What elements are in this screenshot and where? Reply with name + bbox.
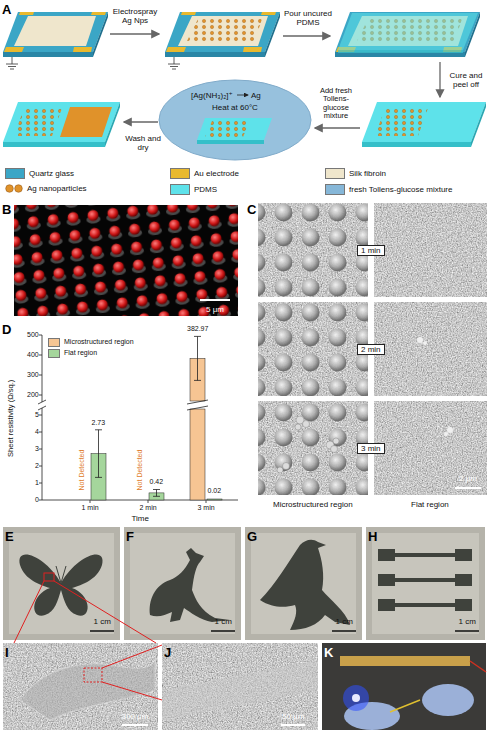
- legend-swatch: [325, 168, 345, 179]
- figure-label: 2 min: [357, 344, 385, 355]
- legend-item: Flat region: [48, 349, 97, 358]
- figure-label: 0.02: [208, 487, 222, 495]
- panel-e-h-photos: [3, 527, 485, 640]
- panel-a-illustration: [3, 12, 486, 160]
- legend-swatch: [48, 338, 60, 347]
- figure-label: Heat at 60°C: [212, 103, 258, 112]
- figure-label: 4: [35, 428, 39, 436]
- figure-label: Ag: [251, 91, 261, 100]
- figure-label: 300: [27, 371, 39, 379]
- panel-letter: C: [247, 203, 256, 217]
- figure-label: Not Detected: [78, 450, 86, 491]
- figure-label: 500: [27, 331, 39, 339]
- figure-label: 50 μm: [282, 712, 304, 721]
- figure-label: Cure and peel off: [446, 71, 486, 89]
- figure-label: Pour uncured PDMS: [279, 9, 337, 27]
- legend-text: Au electrode: [194, 169, 239, 178]
- figure-label: 0: [35, 496, 39, 504]
- legend-text: fresh Tollens-glucose mixture: [349, 185, 452, 194]
- figure-label: 1 min: [82, 504, 99, 512]
- zoom-lines: [14, 573, 162, 700]
- figure-label: 1 min: [357, 245, 385, 256]
- figure-label: 3: [35, 445, 39, 453]
- figure-label: Add fresh Tollens-glucose mixture: [313, 87, 359, 122]
- figure-label: Sheet resistivity (Ω/sq.): [7, 379, 16, 456]
- figure-label: 400: [27, 351, 39, 359]
- figure-label: 5: [35, 411, 39, 419]
- figure-label: Electrospray Ag Nps: [107, 7, 163, 25]
- panel-b-image: [14, 205, 238, 316]
- panel: A: [0, 0, 489, 198]
- figure-label: 1 cm: [336, 617, 353, 626]
- legend-item: Au electrode: [170, 168, 239, 179]
- panel-letter: G: [247, 530, 257, 544]
- legend-item: fresh Tollens-glucose mixture: [325, 184, 452, 195]
- legend-swatch: [325, 184, 345, 195]
- figure-label: Wash and dry: [123, 134, 163, 152]
- panel-letter: D: [2, 323, 11, 337]
- legend-text: Microstructured region: [64, 338, 134, 346]
- panel: D: [0, 320, 245, 525]
- figure-label: Flat region: [411, 500, 449, 509]
- legend-text: Silk fibroin: [349, 169, 386, 178]
- figure-label: 1 cm: [94, 617, 111, 626]
- figure-label: Time: [132, 514, 149, 523]
- figure-label: 3 min: [357, 443, 385, 454]
- figure-label: 2.73: [92, 419, 106, 427]
- legend-text: Flat region: [64, 349, 97, 357]
- panel-c-sem-images: [258, 203, 487, 495]
- panel-letter: F: [126, 530, 134, 544]
- legend-item: Ag nanoparticles: [5, 184, 87, 193]
- legend-swatch: [170, 168, 190, 179]
- figure-label: 3 min: [198, 504, 215, 512]
- panel-letter: B: [2, 203, 11, 217]
- panel-i-k-images: [3, 643, 486, 730]
- legend-text: Quartz glass: [29, 169, 74, 178]
- legend-swatch: [170, 184, 190, 195]
- figure-label: 382.97: [187, 325, 208, 333]
- panel-letter: H: [368, 530, 377, 544]
- figure-label: [Ag(NH₃)₂]⁺: [191, 91, 233, 100]
- panel-d-chart: [38, 335, 238, 503]
- panel-letter: E: [5, 530, 14, 544]
- panel-letter: I: [5, 646, 9, 660]
- figure-label: 300 μm: [122, 712, 149, 721]
- panel-letter: J: [164, 646, 171, 660]
- legend-swatch: [5, 168, 25, 179]
- figure-label: 2 μm: [459, 474, 477, 483]
- figure-label: 1 cm: [215, 617, 232, 626]
- figure-label: 0.42: [150, 478, 164, 486]
- legend-text: PDMS: [194, 185, 217, 194]
- figure-label: 1 cm: [459, 617, 476, 626]
- panel-letter: K: [324, 646, 333, 660]
- figure-label: 2 min: [140, 504, 157, 512]
- particle-swatch: [5, 184, 23, 193]
- figure-label: 1: [35, 479, 39, 487]
- legend-item: Microstructured region: [48, 338, 134, 347]
- legend-swatch: [48, 349, 60, 358]
- legend-text: Ag nanoparticles: [27, 184, 87, 193]
- legend-item: PDMS: [170, 184, 217, 195]
- figure-label: Not Detected: [136, 450, 144, 491]
- figure-label: 2: [35, 462, 39, 470]
- panel: B: [0, 200, 245, 318]
- figure-label: Microstructured region: [273, 500, 353, 509]
- legend-item: Silk fibroin: [325, 168, 386, 179]
- legend-item: Quartz glass: [5, 168, 74, 179]
- panel-letter: A: [2, 3, 11, 17]
- figure-label: 200: [27, 391, 39, 399]
- panel: K: [322, 643, 486, 730]
- figure-label: 5 μm: [206, 305, 224, 314]
